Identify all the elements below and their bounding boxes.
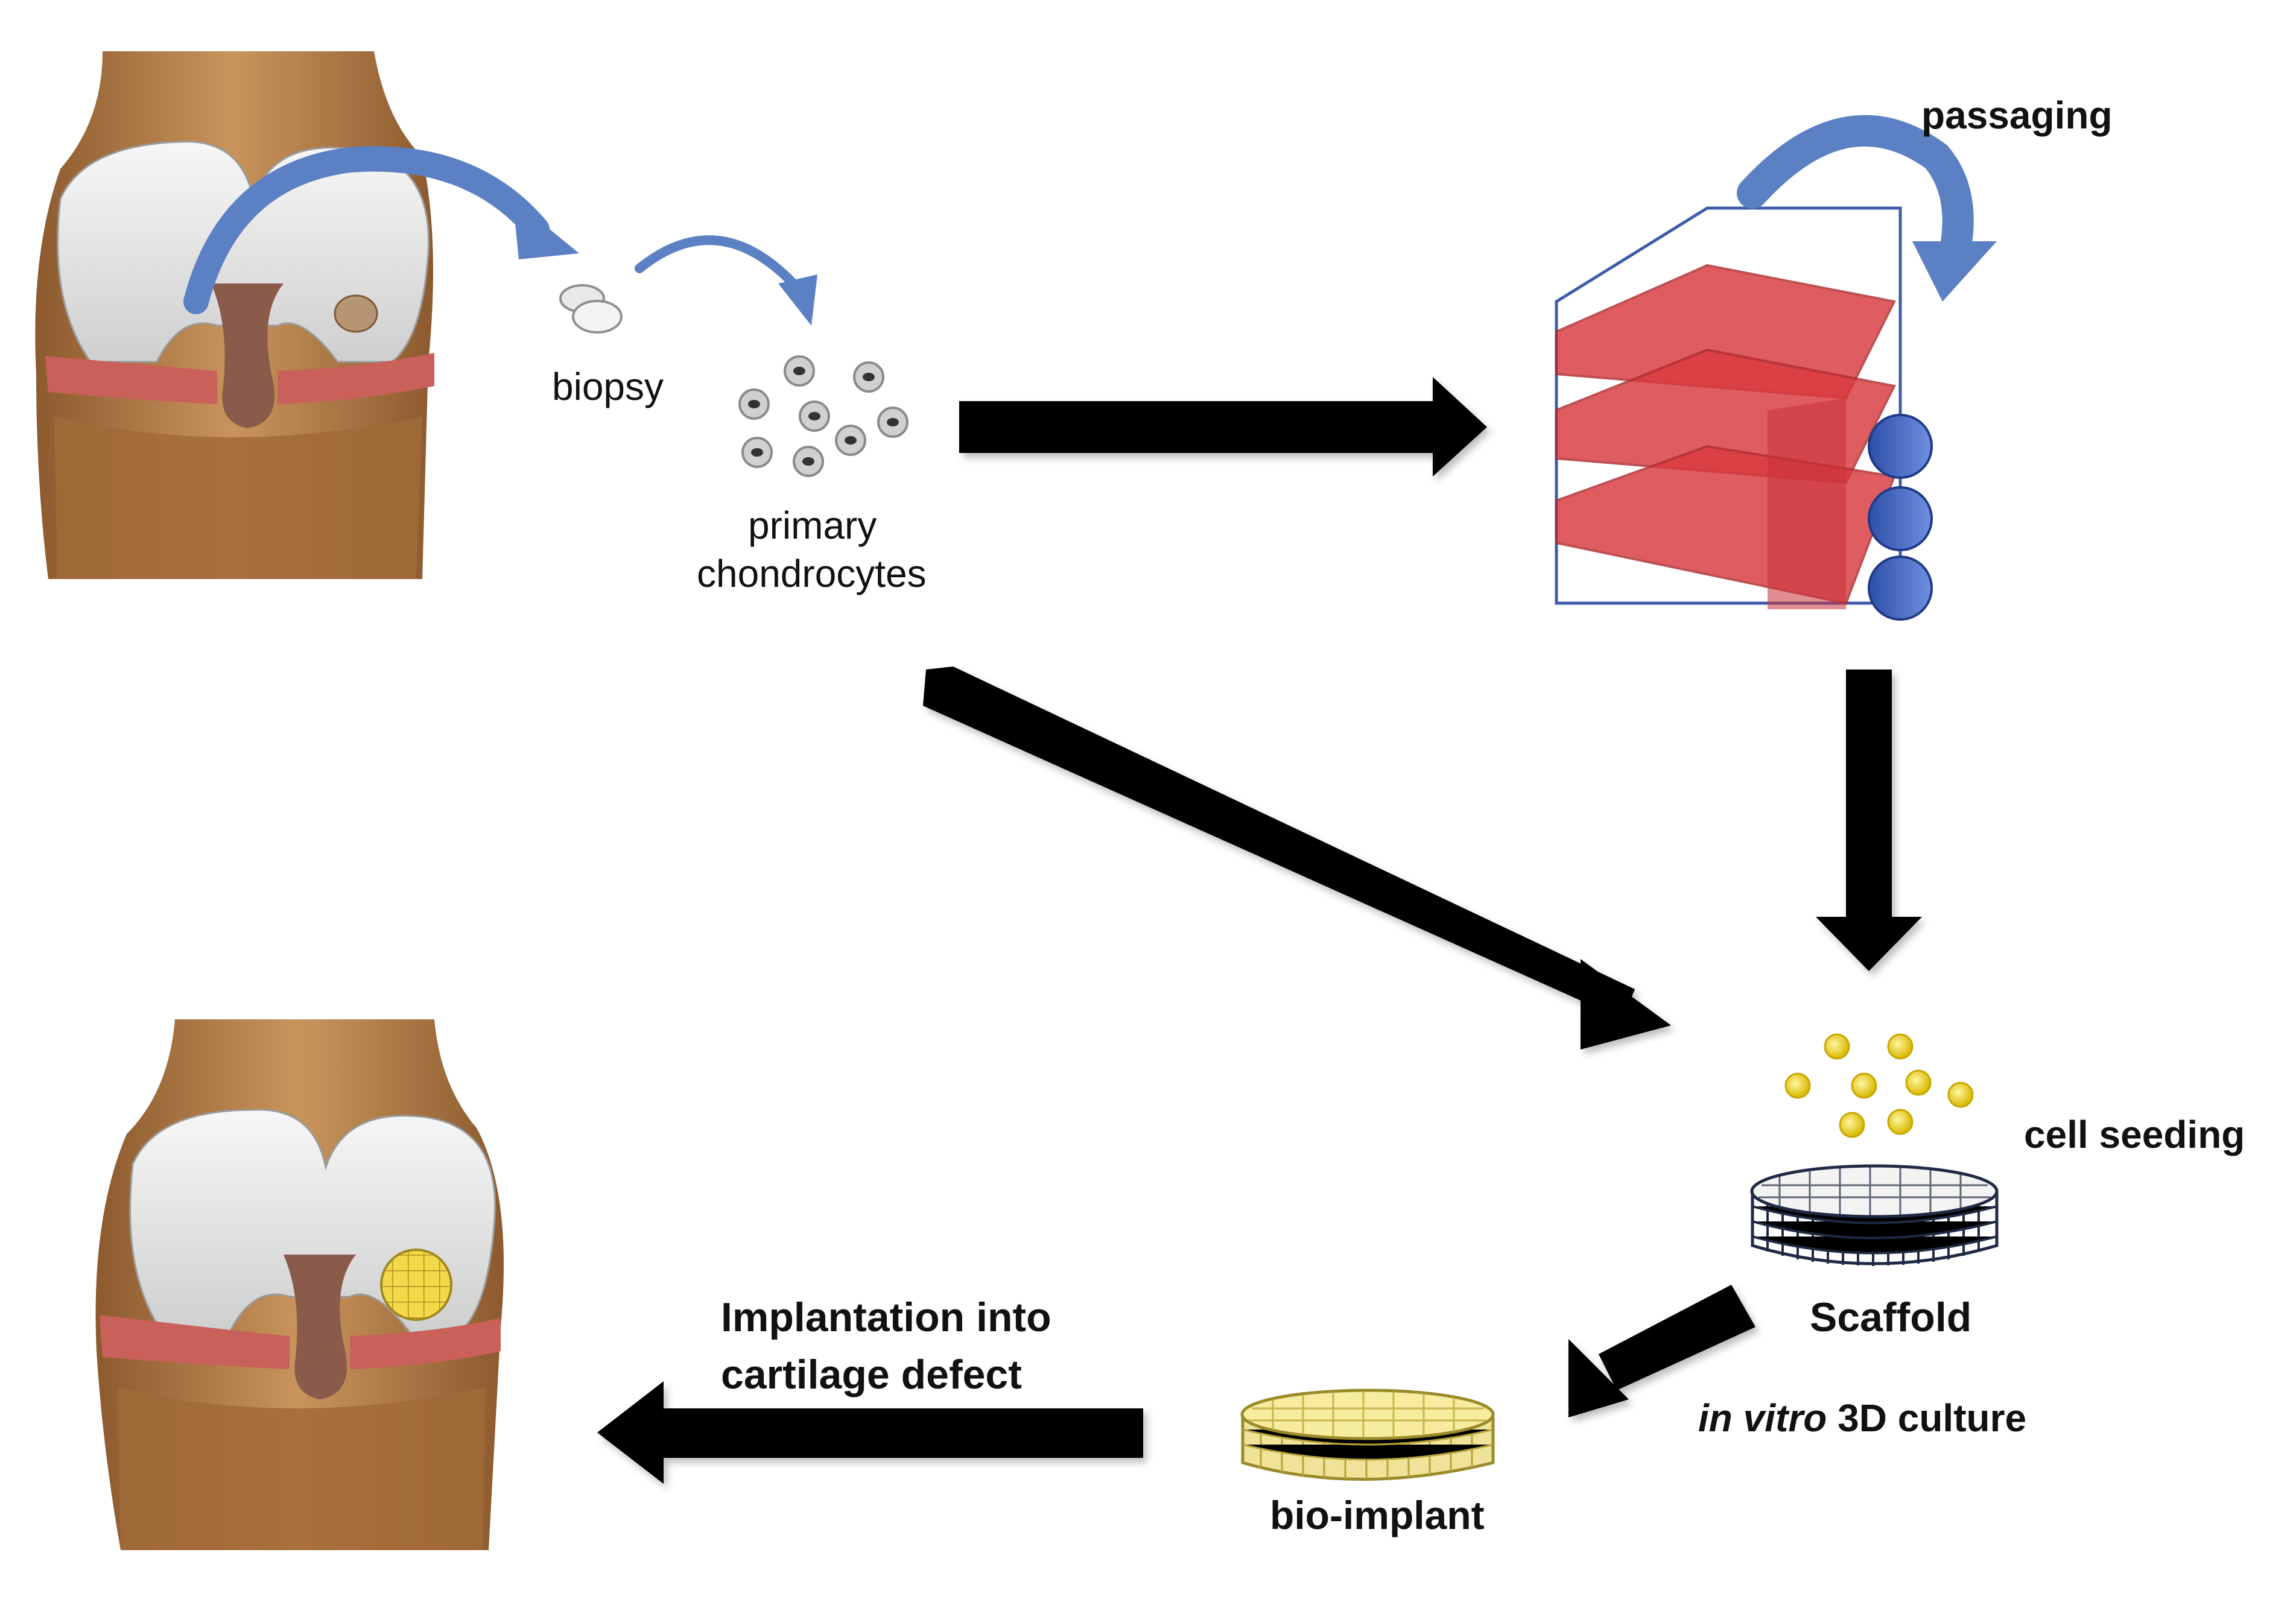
bio-implant-disc-icon bbox=[1240, 1388, 1495, 1481]
cell-nucleus bbox=[887, 418, 899, 426]
label-implantation-line1: Implantation into bbox=[721, 1294, 1051, 1340]
arrow-implant-to-knee bbox=[597, 1381, 1143, 1484]
seeding-cell bbox=[1824, 1033, 1850, 1060]
chondrocyte-cells-icon bbox=[738, 355, 909, 477]
cell-nucleus bbox=[751, 448, 763, 457]
biopsy-sample-icon bbox=[559, 284, 623, 334]
arrow-cells-to-flask bbox=[959, 377, 1487, 477]
curved-arrow-icon bbox=[1737, 115, 1997, 302]
knee-with-implant-icon bbox=[95, 1019, 504, 1550]
seeding-cells-icon bbox=[1784, 1033, 1974, 1138]
label-cell-seeding: cell seeding bbox=[2024, 1113, 2245, 1156]
label-primary: primary bbox=[748, 504, 877, 547]
cell-nucleus bbox=[748, 400, 760, 408]
label-3d-culture: 3D culture bbox=[1827, 1396, 2027, 1440]
curved-arrow-icon bbox=[635, 235, 817, 326]
seeding-cell bbox=[1839, 1112, 1865, 1138]
label-in-vitro-culture: in vitro 3D culture bbox=[1698, 1396, 2026, 1441]
seeding-cell bbox=[1887, 1109, 1914, 1135]
cell-nucleus bbox=[863, 373, 875, 381]
seeding-cell bbox=[1784, 1072, 1811, 1099]
cell-nucleus bbox=[793, 367, 805, 375]
label-biopsy: biopsy bbox=[552, 365, 664, 408]
seeding-cell bbox=[1905, 1069, 1932, 1096]
seeding-cell bbox=[1947, 1081, 1974, 1108]
seeding-cell bbox=[1851, 1072, 1877, 1099]
arrow-cells-to-scaffold bbox=[923, 667, 1671, 1050]
label-chondrocytes: chondrocytes bbox=[697, 552, 927, 595]
label-in-vitro-italic: in vitro bbox=[1698, 1396, 1827, 1440]
seeding-cell bbox=[1887, 1033, 1914, 1060]
knee-joint-icon bbox=[35, 51, 434, 579]
label-scaffold: Scaffold bbox=[1810, 1294, 1972, 1340]
label-passaging: passaging bbox=[1921, 93, 2113, 137]
curved-arrow-icon bbox=[183, 146, 579, 314]
arrow-scaffold-to-implant bbox=[1568, 1285, 1755, 1417]
label-bio-implant: bio-implant bbox=[1270, 1493, 1485, 1537]
cell-nucleus bbox=[808, 412, 820, 420]
label-implantation-line2: cartilage defect bbox=[721, 1352, 1022, 1398]
scaffold-disc-icon bbox=[1750, 1164, 1999, 1266]
cell-nucleus bbox=[802, 457, 814, 466]
arrow-flask-to-scaffold bbox=[1816, 670, 1922, 971]
cell-nucleus bbox=[845, 436, 857, 445]
cell-culture-flask-icon bbox=[1555, 206, 1933, 621]
